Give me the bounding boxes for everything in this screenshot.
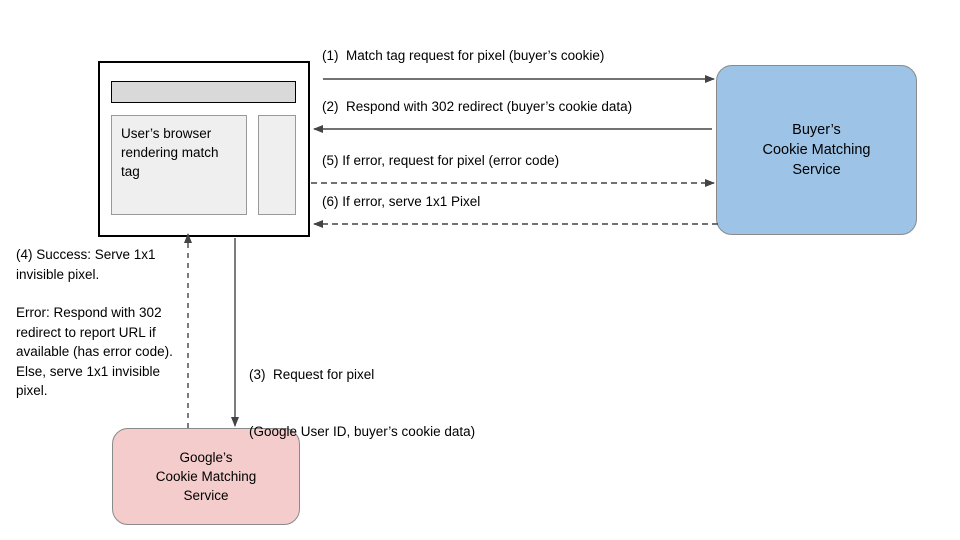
- google-service-line-2: Cookie Matching: [155, 469, 257, 484]
- google-service-line-1: Google’s: [179, 450, 233, 465]
- google-service-line-3: Service: [183, 488, 229, 503]
- google-service-label-wrap: Google’s Cookie Matching Service: [156, 448, 257, 505]
- flow-label-4-para-1: (4) Success: Serve 1x1 invisible pixel.: [16, 247, 156, 282]
- browser-side-panel: [258, 115, 296, 215]
- flow-label-6: (6) If error, serve 1x1 Pixel: [322, 194, 481, 209]
- buyer-service-line-1: Buyer’s: [792, 122, 841, 138]
- flow-label-4-para-2: Error: Respond with 302 redirect to repo…: [16, 305, 173, 398]
- flow-label-1: (1) Match tag request for pixel (buyer’s…: [322, 48, 605, 63]
- buyer-service-label-wrap: Buyer’s Cookie Matching Service: [763, 120, 871, 180]
- flow-label-3-line-1: (3) Request for pixel: [249, 367, 375, 382]
- googles-cookie-matching-service-node: Google’s Cookie Matching Service: [112, 428, 300, 525]
- flow-label-3-line-2: (Google User ID, buyer’s cookie data): [249, 424, 476, 439]
- browser-content-label: User’s browser rendering match tag: [121, 126, 219, 179]
- buyer-service-line-2: Cookie Matching: [762, 142, 871, 158]
- flow-label-5: (5) If error, request for pixel (error c…: [322, 153, 560, 168]
- flow-label-2: (2) Respond with 302 redirect (buyer’s c…: [322, 99, 633, 114]
- browser-address-bar: [111, 81, 296, 103]
- buyer-service-line-3: Service: [792, 162, 841, 178]
- flow-label-4: (4) Success: Serve 1x1 invisible pixel. …: [16, 245, 188, 401]
- browser-content-panel: User’s browser rendering match tag: [111, 115, 247, 215]
- buyers-cookie-matching-service-node: Buyer’s Cookie Matching Service: [716, 65, 917, 235]
- flow-label-3: (3) Request for pixel (Google User ID, b…: [249, 327, 475, 479]
